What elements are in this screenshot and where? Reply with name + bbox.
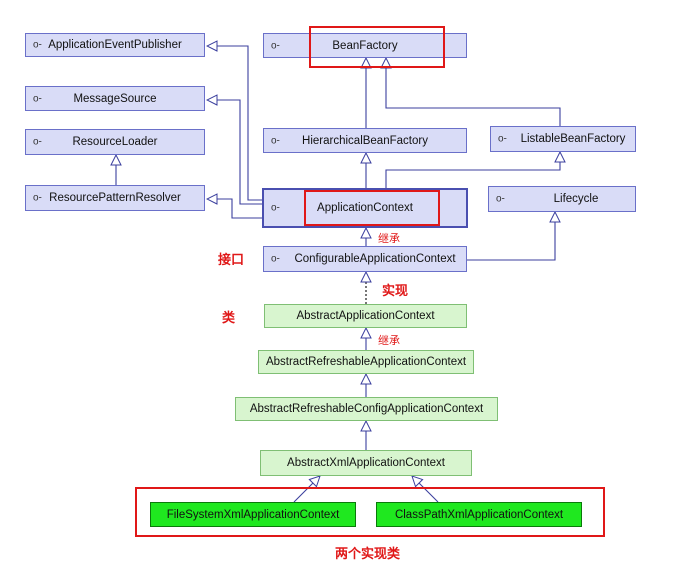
edge-lbf-to-bean-factory [386, 58, 561, 126]
node-resource-loader: o- ResourceLoader [25, 129, 205, 155]
node-bean-factory: o- BeanFactory [263, 33, 467, 58]
annotation-class: 类 [222, 311, 236, 326]
node-label: Lifecycle [553, 193, 599, 205]
node-label: ClassPathXmlApplicationContext [394, 508, 564, 521]
node-abstract-refreshable-config-application-context: AbstractRefreshableConfigApplicationCont… [235, 397, 498, 421]
edge-ac-to-resource-pattern-resolver [207, 199, 262, 219]
node-label: BeanFactory [332, 39, 398, 52]
interface-knob-icon: o- [271, 202, 280, 214]
interface-knob-icon: o- [496, 193, 505, 205]
interface-knob-icon: o- [33, 93, 42, 104]
node-label: MessageSource [73, 92, 157, 105]
edge-cac-to-lifecycle [467, 212, 555, 261]
node-label: HierarchicalBeanFactory [302, 134, 428, 147]
node-class-path-xml-application-context: ClassPathXmlApplicationContext [376, 502, 582, 527]
node-label: ApplicationContext [317, 202, 413, 214]
node-application-context: o- ApplicationContext [262, 188, 468, 228]
node-abstract-application-context: AbstractApplicationContext [264, 304, 467, 328]
interface-knob-icon: o- [33, 136, 42, 148]
node-label: AbstractApplicationContext [296, 310, 435, 322]
node-message-source: o- MessageSource [25, 86, 205, 111]
node-abstract-refreshable-application-context: AbstractRefreshableApplicationContext [258, 350, 474, 374]
node-hierarchical-bean-factory: o- HierarchicalBeanFactory [263, 128, 467, 153]
node-abstract-xml-application-context: AbstractXmlApplicationContext [260, 450, 472, 476]
edge-fsxac-to-axac [293, 476, 320, 503]
interface-knob-icon: o- [498, 133, 507, 145]
node-label: ConfigurableApplicationContext [294, 253, 456, 265]
node-application-event-publisher: o- ApplicationEventPublisher [25, 33, 205, 57]
node-label: ResourcePatternResolver [49, 192, 181, 204]
interface-knob-icon: o- [271, 40, 280, 51]
highlight-bean-factory [309, 26, 445, 68]
node-label: AbstractRefreshableApplicationContext [265, 356, 467, 368]
edge-ac-to-event-publisher [207, 46, 262, 201]
node-label: AbstractXmlApplicationContext [287, 457, 445, 469]
annotation-inherit-1: 继承 [378, 232, 400, 245]
annotation-interface: 接口 [218, 253, 245, 268]
edge-cpxac-to-axac [412, 476, 439, 503]
node-label: AbstractRefreshableConfigApplicationCont… [249, 403, 484, 415]
edge-ac-to-lbf [385, 152, 560, 188]
node-file-system-xml-application-context: FileSystemXmlApplicationContext [150, 502, 356, 527]
node-configurable-application-context: o- ConfigurableApplicationContext [263, 246, 467, 272]
highlight-application-context [304, 190, 440, 226]
node-label: ListableBeanFactory [520, 133, 626, 145]
annotation-inherit-2: 继承 [378, 334, 400, 347]
node-label: FileSystemXmlApplicationContext [166, 508, 340, 521]
annotation-two-impl-classes: 两个实现类 [335, 547, 401, 562]
node-label: ResourceLoader [72, 136, 158, 148]
interface-knob-icon: o- [33, 192, 42, 204]
highlight-implementation-classes [135, 487, 605, 537]
interface-knob-icon: o- [33, 39, 42, 51]
node-listable-bean-factory: o- ListableBeanFactory [490, 126, 636, 152]
edge-ac-to-message-source [207, 100, 262, 205]
interface-knob-icon: o- [271, 253, 280, 265]
node-label: ApplicationEventPublisher [48, 39, 182, 51]
annotation-implement: 实现 [382, 284, 409, 299]
node-resource-pattern-resolver: o- ResourcePatternResolver [25, 185, 205, 211]
interface-knob-icon: o- [271, 135, 280, 146]
node-lifecycle: o- Lifecycle [488, 186, 636, 212]
